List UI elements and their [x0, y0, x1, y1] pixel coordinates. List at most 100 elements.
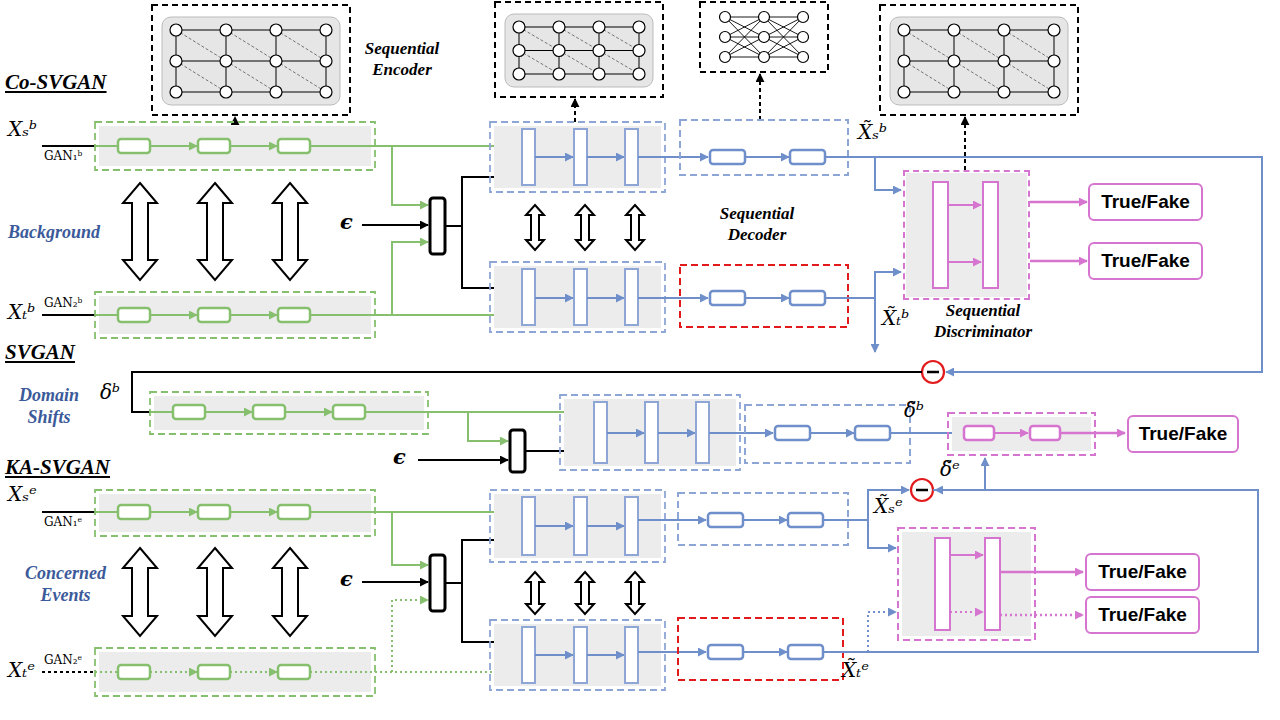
rnn-cell: [775, 426, 810, 440]
double-arrow: [576, 572, 594, 614]
layer-bar: [625, 269, 638, 325]
generator-box: [490, 490, 665, 562]
flow-line: [230, 511, 277, 513]
mlp-link: [725, 37, 764, 57]
layer-bar: [574, 627, 587, 683]
network-link: [226, 61, 276, 62]
network-unit: [220, 55, 232, 67]
mlp-link: [725, 17, 764, 37]
flow-line: [874, 298, 876, 352]
network-link: [1004, 30, 1054, 61]
flow-line: [535, 654, 573, 656]
math-symbol: Xₜᵇ: [8, 300, 35, 324]
rnn-cell: [710, 291, 745, 305]
input-line: [42, 511, 95, 513]
mlp-link: [725, 37, 764, 57]
network-ground: [162, 17, 340, 105]
rnn-cell: [855, 426, 890, 440]
rnn-cell: [788, 645, 823, 659]
flow-line: [587, 156, 624, 158]
network-link: [559, 27, 599, 51]
flow-line: [150, 671, 197, 673]
box-text: True/Fake: [1139, 423, 1228, 445]
rnn-cell: [198, 665, 230, 679]
math-symbol: δᵇ: [100, 380, 120, 404]
flow-line: [745, 156, 789, 158]
pointer-line: [234, 117, 236, 122]
flow-line: [1000, 571, 1083, 574]
flow-line: [230, 314, 277, 316]
input-line: [42, 671, 95, 673]
network-link: [559, 51, 599, 75]
concat-block: [430, 555, 445, 611]
noise-symbol: ϵ: [340, 209, 353, 234]
flow-line: [709, 432, 773, 434]
flow-line: [950, 554, 983, 556]
encoder-box: [95, 292, 375, 338]
flow-line: [150, 411, 173, 413]
network-link: [176, 30, 226, 61]
rnn-cell: [118, 308, 150, 322]
minus-symbol: [922, 361, 944, 383]
flow-line: [205, 411, 252, 413]
network-unit: [270, 86, 282, 98]
network-link: [954, 30, 1004, 61]
flow-line: [825, 272, 901, 298]
minus-sign: [916, 489, 928, 492]
flow-line: [362, 224, 428, 226]
double-arrow: [626, 572, 644, 614]
double-arrow: [576, 205, 594, 250]
decoder-box: [680, 265, 848, 327]
rnn-cell: [788, 513, 823, 527]
flow-line: [392, 600, 428, 672]
flow-line: [392, 512, 428, 565]
block-shape: [494, 266, 661, 328]
rnn-cell: [710, 150, 745, 164]
network-link: [276, 30, 326, 31]
flow-line: [933, 458, 985, 490]
network-link: [954, 61, 1004, 92]
network-unit: [220, 86, 232, 98]
layer-bar: [574, 497, 587, 555]
rnn-cell: [790, 291, 825, 305]
network-link: [904, 61, 954, 62]
layer-bar: [522, 497, 535, 555]
rnn-cell: [333, 405, 365, 419]
encoder-box: [95, 648, 375, 696]
double-arrow: [273, 183, 307, 280]
network-link: [954, 61, 1004, 62]
flow-line: [310, 511, 375, 513]
double-arrow: [273, 548, 307, 636]
flow-line: [95, 511, 118, 513]
rnn-cell: [118, 665, 150, 679]
pointer-line: [964, 117, 966, 170]
math-symbol: Xₛᵇ: [8, 117, 37, 141]
network-link: [226, 61, 276, 92]
rnn-cell: [708, 645, 743, 659]
flow-line: [638, 297, 708, 299]
group-name: Background: [8, 222, 100, 244]
mlp-unit: [798, 12, 809, 23]
flow-line: [392, 242, 428, 315]
mlp-unit: [798, 32, 809, 43]
network-link: [904, 30, 954, 31]
flow-line: [365, 411, 428, 413]
rnn-cell: [198, 139, 230, 153]
mlp-unit: [798, 52, 809, 63]
mlp-unit: [720, 52, 731, 63]
decoder-box: [678, 493, 848, 545]
noise-symbol: ϵ: [340, 566, 353, 591]
flow-line: [825, 157, 901, 190]
flow-line: [994, 432, 1028, 434]
model-name: GAN₂ᵇ: [44, 296, 82, 310]
layer-bar: [625, 497, 638, 555]
network-unit: [553, 68, 565, 80]
rnn-cell: [278, 505, 310, 519]
flow-line: [310, 145, 375, 147]
output-box: True/Fake: [1085, 596, 1200, 634]
double-arrow: [123, 548, 157, 636]
mlp-unit: [759, 52, 770, 63]
network-link: [599, 51, 639, 75]
flow-line: [745, 297, 789, 299]
